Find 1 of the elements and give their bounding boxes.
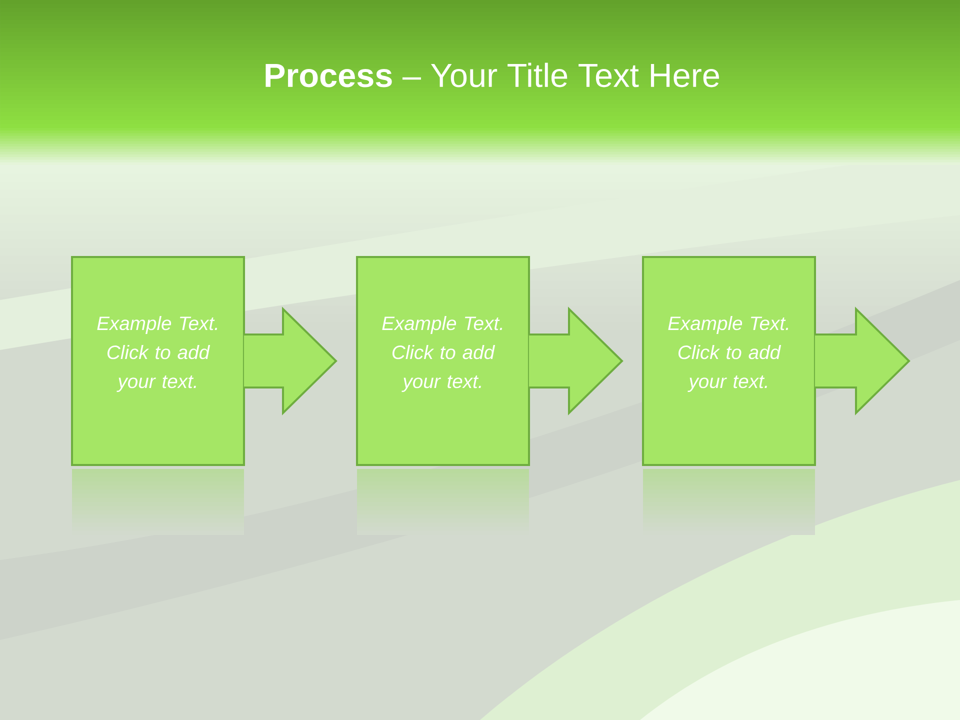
title: Process – Your Title Text Here xyxy=(266,62,719,88)
